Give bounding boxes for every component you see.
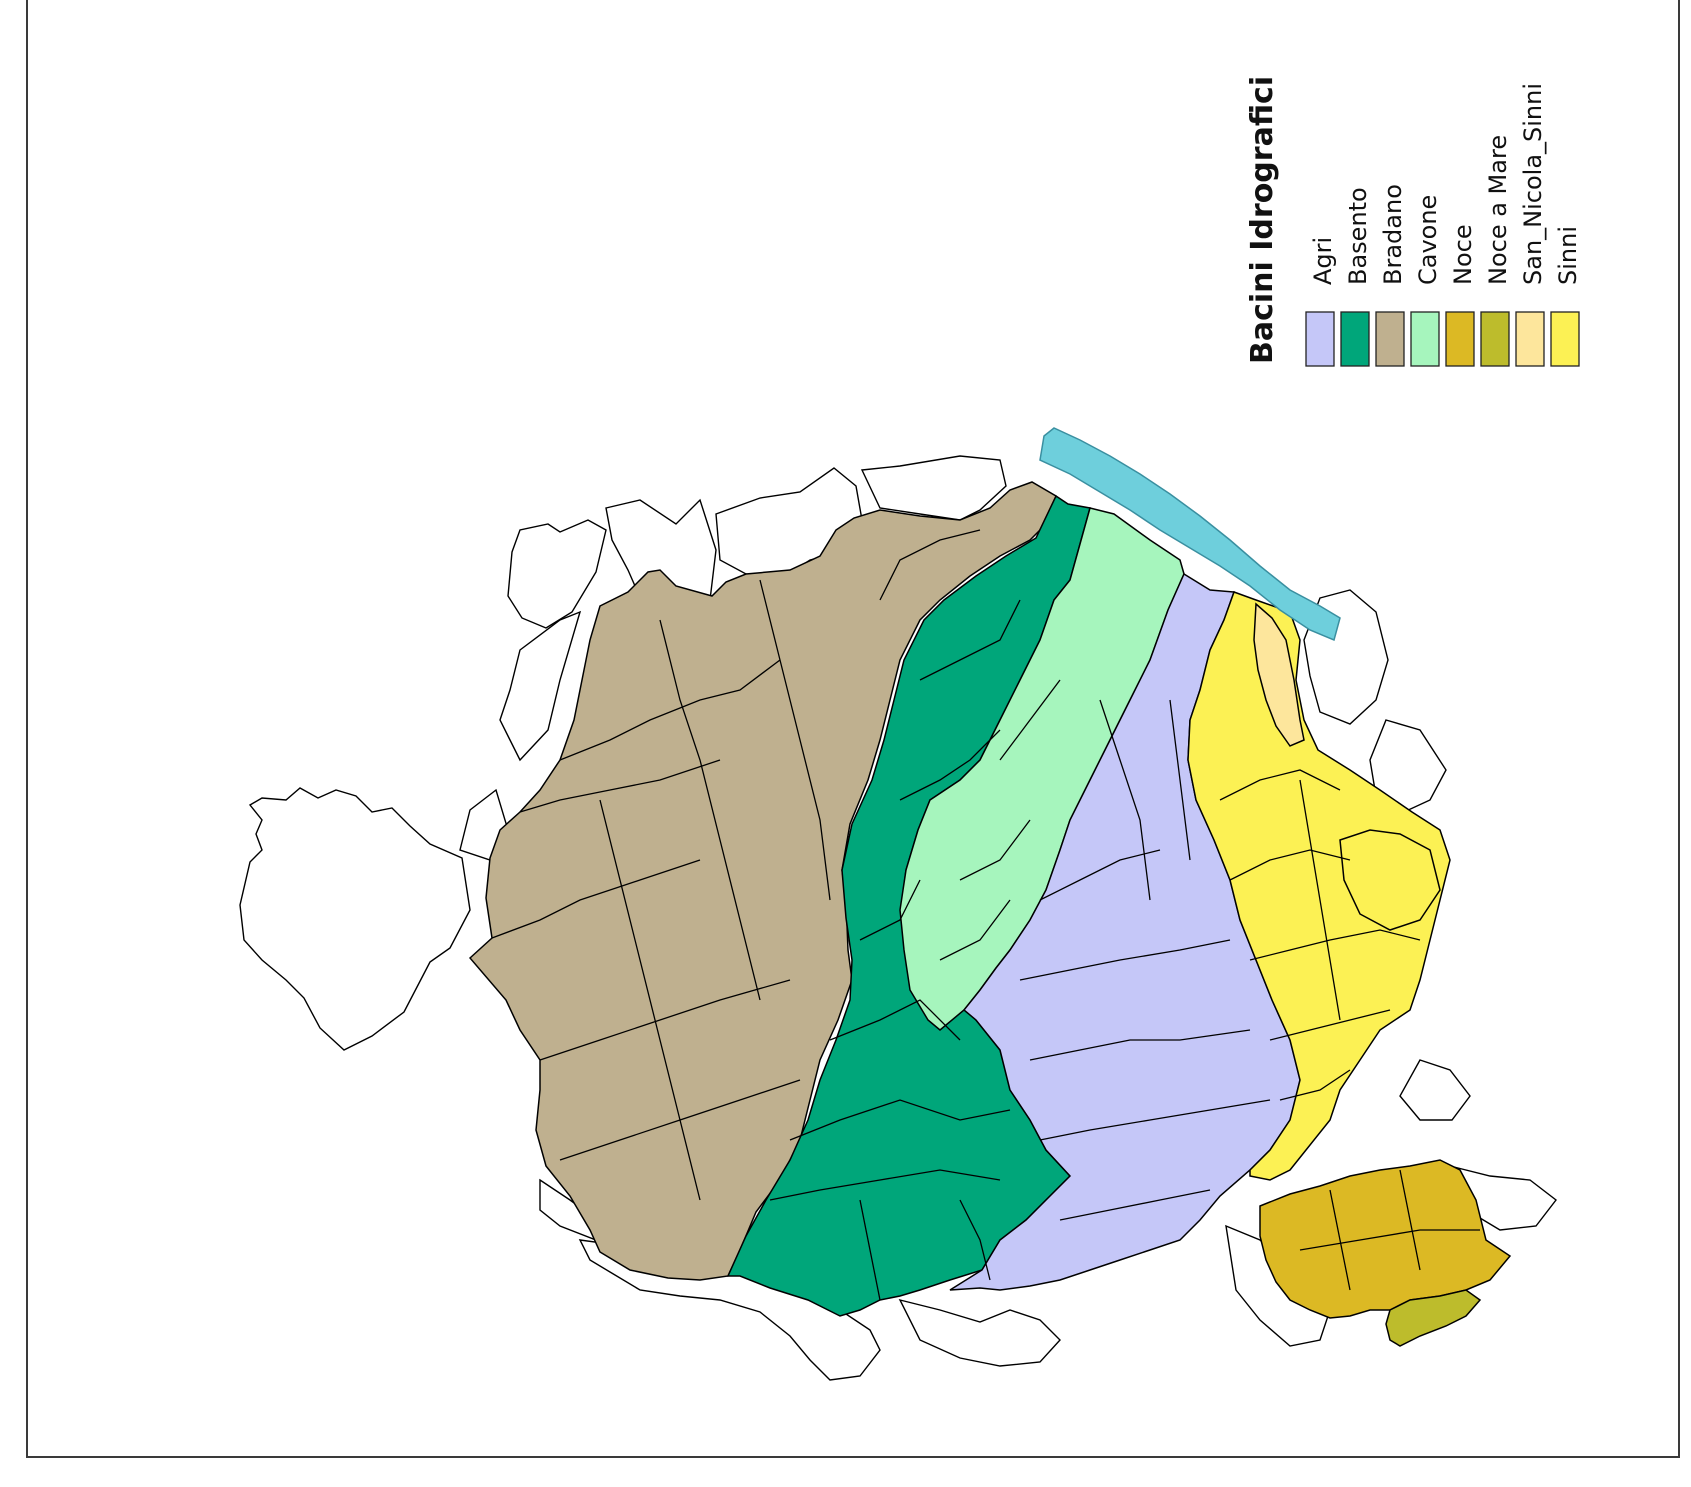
border-line	[1299, 1229, 1480, 1251]
basin-san-nicola-sinni	[1253, 602, 1305, 747]
border-line	[859, 879, 921, 941]
border-line	[859, 1199, 881, 1301]
border-line	[789, 1099, 1011, 1141]
outer-region-northwest-2	[499, 610, 582, 762]
legend-swatch-bradano	[1375, 311, 1405, 367]
border-line	[829, 999, 961, 1041]
border-line	[539, 979, 791, 1061]
sinni-area	[1187, 591, 1451, 1181]
border-line	[759, 579, 831, 901]
border-line	[1329, 1189, 1351, 1291]
border-line	[1019, 939, 1231, 981]
legend-label-sinni: Sinni	[1554, 226, 1582, 285]
legend-label-agri: Agri	[1309, 237, 1337, 285]
border-line	[519, 759, 721, 813]
legend-label-bradano: Bradano	[1379, 184, 1407, 285]
outer-region-south-2	[898, 1298, 1061, 1367]
municipal-borders	[491, 529, 1480, 1301]
border-line	[919, 599, 1021, 681]
bradano-area	[468, 481, 1057, 1281]
san-nicola-sinni-area	[1253, 602, 1305, 747]
basin-sinni	[1187, 591, 1451, 1181]
border-line	[1169, 699, 1191, 861]
border-line	[999, 679, 1061, 761]
legend-label-noce: Noce	[1449, 224, 1477, 285]
outer-region-west	[239, 787, 471, 1051]
border-line	[1229, 849, 1351, 881]
border-line	[1279, 1069, 1351, 1101]
border-line	[1039, 1099, 1271, 1141]
legend-label-noce-a-mare: Noce a Mare	[1484, 135, 1512, 285]
legend-label-basento: Basento	[1344, 187, 1372, 285]
outer-region-north-3	[860, 455, 1007, 521]
legend-label-cavone: Cavone	[1414, 195, 1442, 285]
noce-a-mare-area	[1385, 1289, 1482, 1347]
border-line	[1059, 1189, 1211, 1221]
border-line	[1099, 699, 1151, 901]
border-line	[1269, 1009, 1391, 1041]
border-line	[1219, 769, 1341, 801]
border-line	[599, 799, 701, 1201]
border-line	[879, 529, 981, 601]
border-line	[959, 1199, 991, 1281]
border-line	[1039, 849, 1161, 901]
legend-swatch-san-nicola-sinni	[1515, 311, 1545, 367]
legend-swatch-cavone	[1410, 311, 1440, 367]
border-line	[1399, 1169, 1421, 1271]
border-line	[899, 729, 1001, 801]
border-line	[939, 899, 1011, 961]
border-line	[1249, 929, 1421, 961]
border-line	[769, 1169, 1001, 1201]
outer-region-northwest	[507, 519, 607, 629]
coastal-strip	[1039, 427, 1341, 642]
legend-swatch-agri	[1305, 311, 1335, 367]
sinni-upper-area	[1339, 829, 1441, 931]
legend-swatch-basento	[1340, 311, 1370, 367]
legend-label-san-nicola-sinni: San_Nicola_Sinni	[1519, 83, 1547, 285]
legend-title: Bacini Idrografici	[1245, 76, 1280, 364]
border-line	[559, 659, 781, 761]
legend-swatch-noce	[1445, 311, 1475, 367]
border-line	[1029, 1029, 1251, 1061]
border-line	[491, 859, 701, 939]
border-line	[1299, 779, 1341, 1021]
legend-swatch-noce-a-mare	[1480, 311, 1510, 367]
basin-bradano	[468, 481, 1057, 1281]
outer-region-east-3	[1399, 1059, 1471, 1121]
legend-swatch-sinni	[1550, 311, 1580, 367]
basin-noce-a-mare	[1385, 1289, 1482, 1347]
outer-region-east-2	[1369, 719, 1447, 813]
border-line	[659, 619, 761, 1001]
border-line	[959, 819, 1031, 881]
